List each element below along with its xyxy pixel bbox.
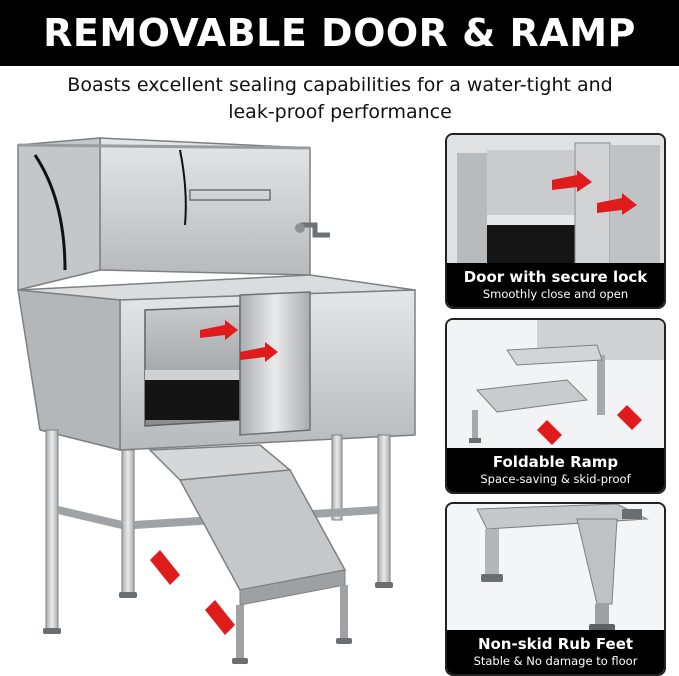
backsplash: [99, 137, 311, 276]
feet-caption-title: Non-skid Rub Feet: [477, 635, 634, 653]
subtitle-line-2: leak-proof performance: [228, 101, 452, 123]
arrow-icons: [150, 320, 278, 635]
feet-caption-subtitle: Stable & No damage to floor: [473, 654, 638, 668]
ramp-caption-subtitle: Space-saving & skid-proof: [480, 472, 631, 486]
tub-left-side: [17, 289, 121, 451]
ramp-caption-title: Foldable Ramp: [492, 453, 619, 471]
door-caption: Door with secure lock Smoothly close and…: [447, 263, 664, 307]
door-detail-image: [447, 135, 664, 307]
feature-panel-ramp: Foldable Ramp Space-saving & skid-proof: [445, 318, 666, 494]
subtitle-line-1: Boasts excellent sealing capabilities fo…: [67, 74, 613, 96]
header-banner: REMOVABLE DOOR & RAMP: [0, 0, 679, 66]
ramp-slope: [178, 469, 347, 591]
page-title: REMOVABLE DOOR & RAMP: [43, 11, 636, 55]
sliding-door: [239, 291, 311, 436]
grooming-tub-illustration: [17, 137, 416, 664]
subtitle: Boasts excellent sealing capabilities fo…: [40, 72, 640, 126]
feet-caption: Non-skid Rub Feet Stable & No damage to …: [447, 630, 664, 674]
feature-panel-door: Door with secure lock Smoothly close and…: [445, 133, 666, 309]
door-caption-subtitle: Smoothly close and open: [482, 287, 629, 301]
ramp-caption: Foldable Ramp Space-saving & skid-proof: [447, 448, 664, 492]
feature-panel-feet: Non-skid Rub Feet Stable & No damage to …: [445, 502, 666, 676]
door-caption-title: Door with secure lock: [463, 268, 648, 286]
